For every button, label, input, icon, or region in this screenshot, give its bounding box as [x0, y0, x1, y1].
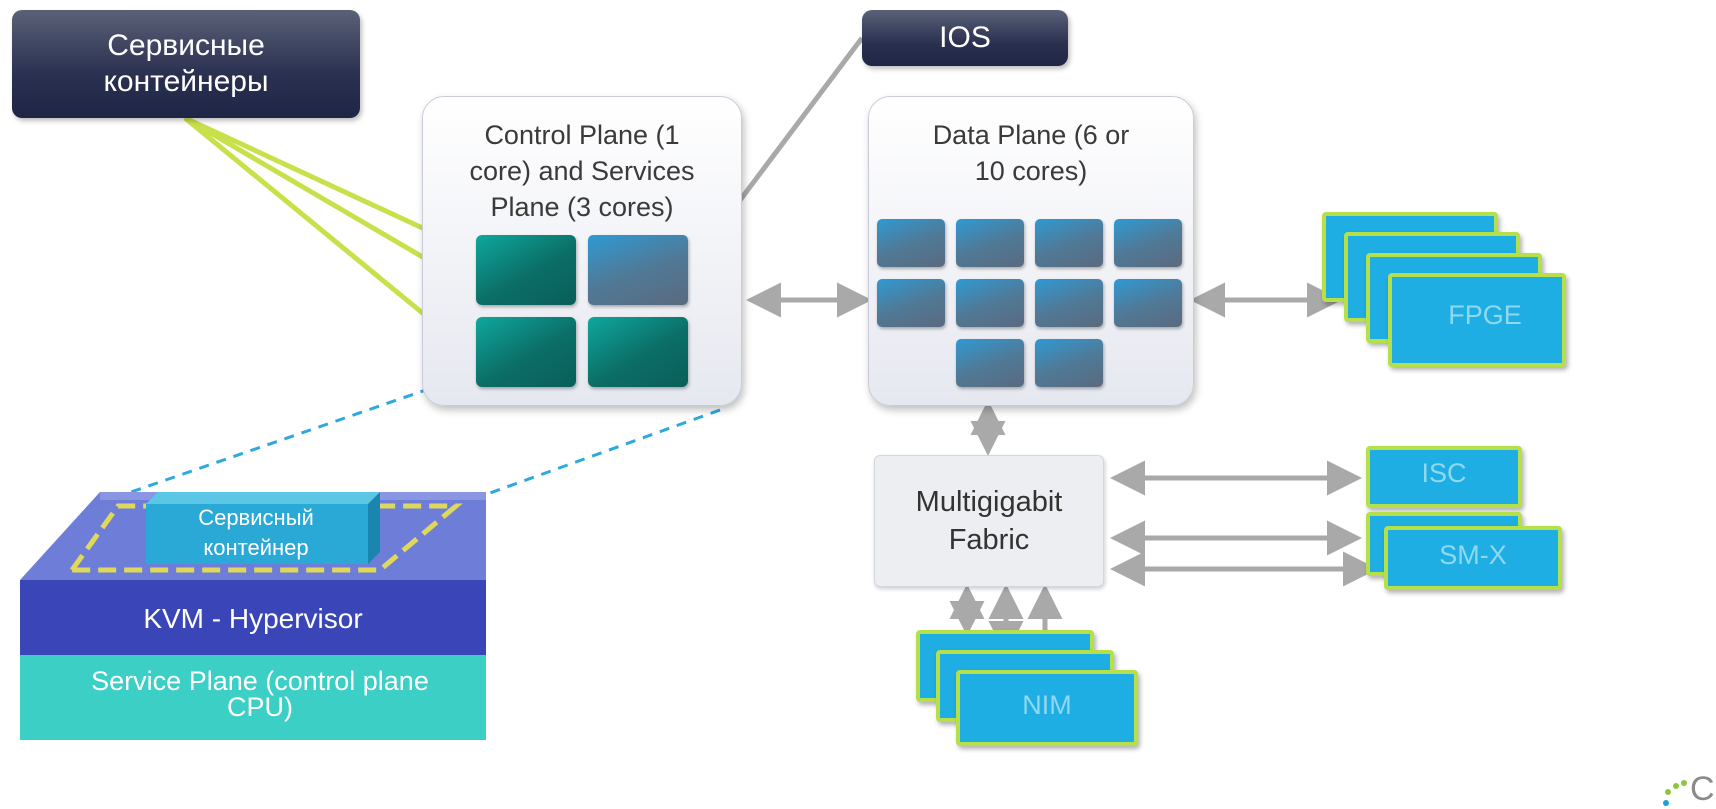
data-core-5: [877, 279, 945, 327]
hypervisor-label: KVM - Hypervisor: [143, 603, 363, 634]
data-core-6: [956, 279, 1024, 327]
smx-label: SM-X: [1439, 540, 1507, 570]
control-plane-box: Control Plane (1 core) and Services Plan…: [422, 96, 742, 406]
control-core-1: [476, 235, 576, 305]
cisco-logo-text: Cisco: [1690, 770, 1716, 808]
control-core-2: [588, 235, 688, 305]
isc-card: [1366, 446, 1522, 508]
service-container-top: [146, 492, 380, 504]
data-core-2: [956, 219, 1024, 267]
multigigabit-fabric-box: Multigigabit Fabric: [874, 455, 1104, 587]
service-core-1: [476, 317, 576, 387]
data-core-9: [956, 339, 1024, 387]
service-plane-label: Service Plane (control plane CPU): [91, 666, 429, 722]
service-container-label: Сервисный контейнер: [198, 505, 314, 560]
service-plane-front: [20, 655, 486, 740]
data-core-10: [1035, 339, 1103, 387]
dashed-projection-right: [489, 408, 721, 495]
smx-card-front: [1384, 526, 1562, 590]
nim-label: NIM: [1022, 690, 1072, 720]
fpge-card-front: [1388, 273, 1566, 367]
dashed-projection-left: [107, 363, 499, 502]
nim-card-front: [956, 670, 1138, 746]
data-plane-box: Data Plane (6 or 10 cores): [868, 96, 1194, 406]
isc-label: ISC: [1421, 458, 1467, 488]
control-plane-title: Control Plane (1 core) and Services Plan…: [469, 120, 695, 222]
data-core-8: [1114, 279, 1182, 327]
service-containers-label: Сервисные контейнеры: [12, 10, 360, 118]
data-core-4: [1114, 219, 1182, 267]
data-plane-title: Data Plane (6 or 10 cores): [932, 120, 1130, 186]
ios-label: IOS: [862, 10, 1068, 66]
fpge-label: FPGE: [1448, 300, 1522, 330]
service-core-2: [588, 317, 688, 387]
container-dashed-outline: [67, 503, 463, 573]
data-core-1: [877, 219, 945, 267]
data-core-7: [1035, 279, 1103, 327]
data-core-3: [1035, 219, 1103, 267]
hypervisor-front: [20, 580, 486, 655]
service-container-side: [368, 492, 380, 564]
service-container-front: [146, 504, 368, 564]
